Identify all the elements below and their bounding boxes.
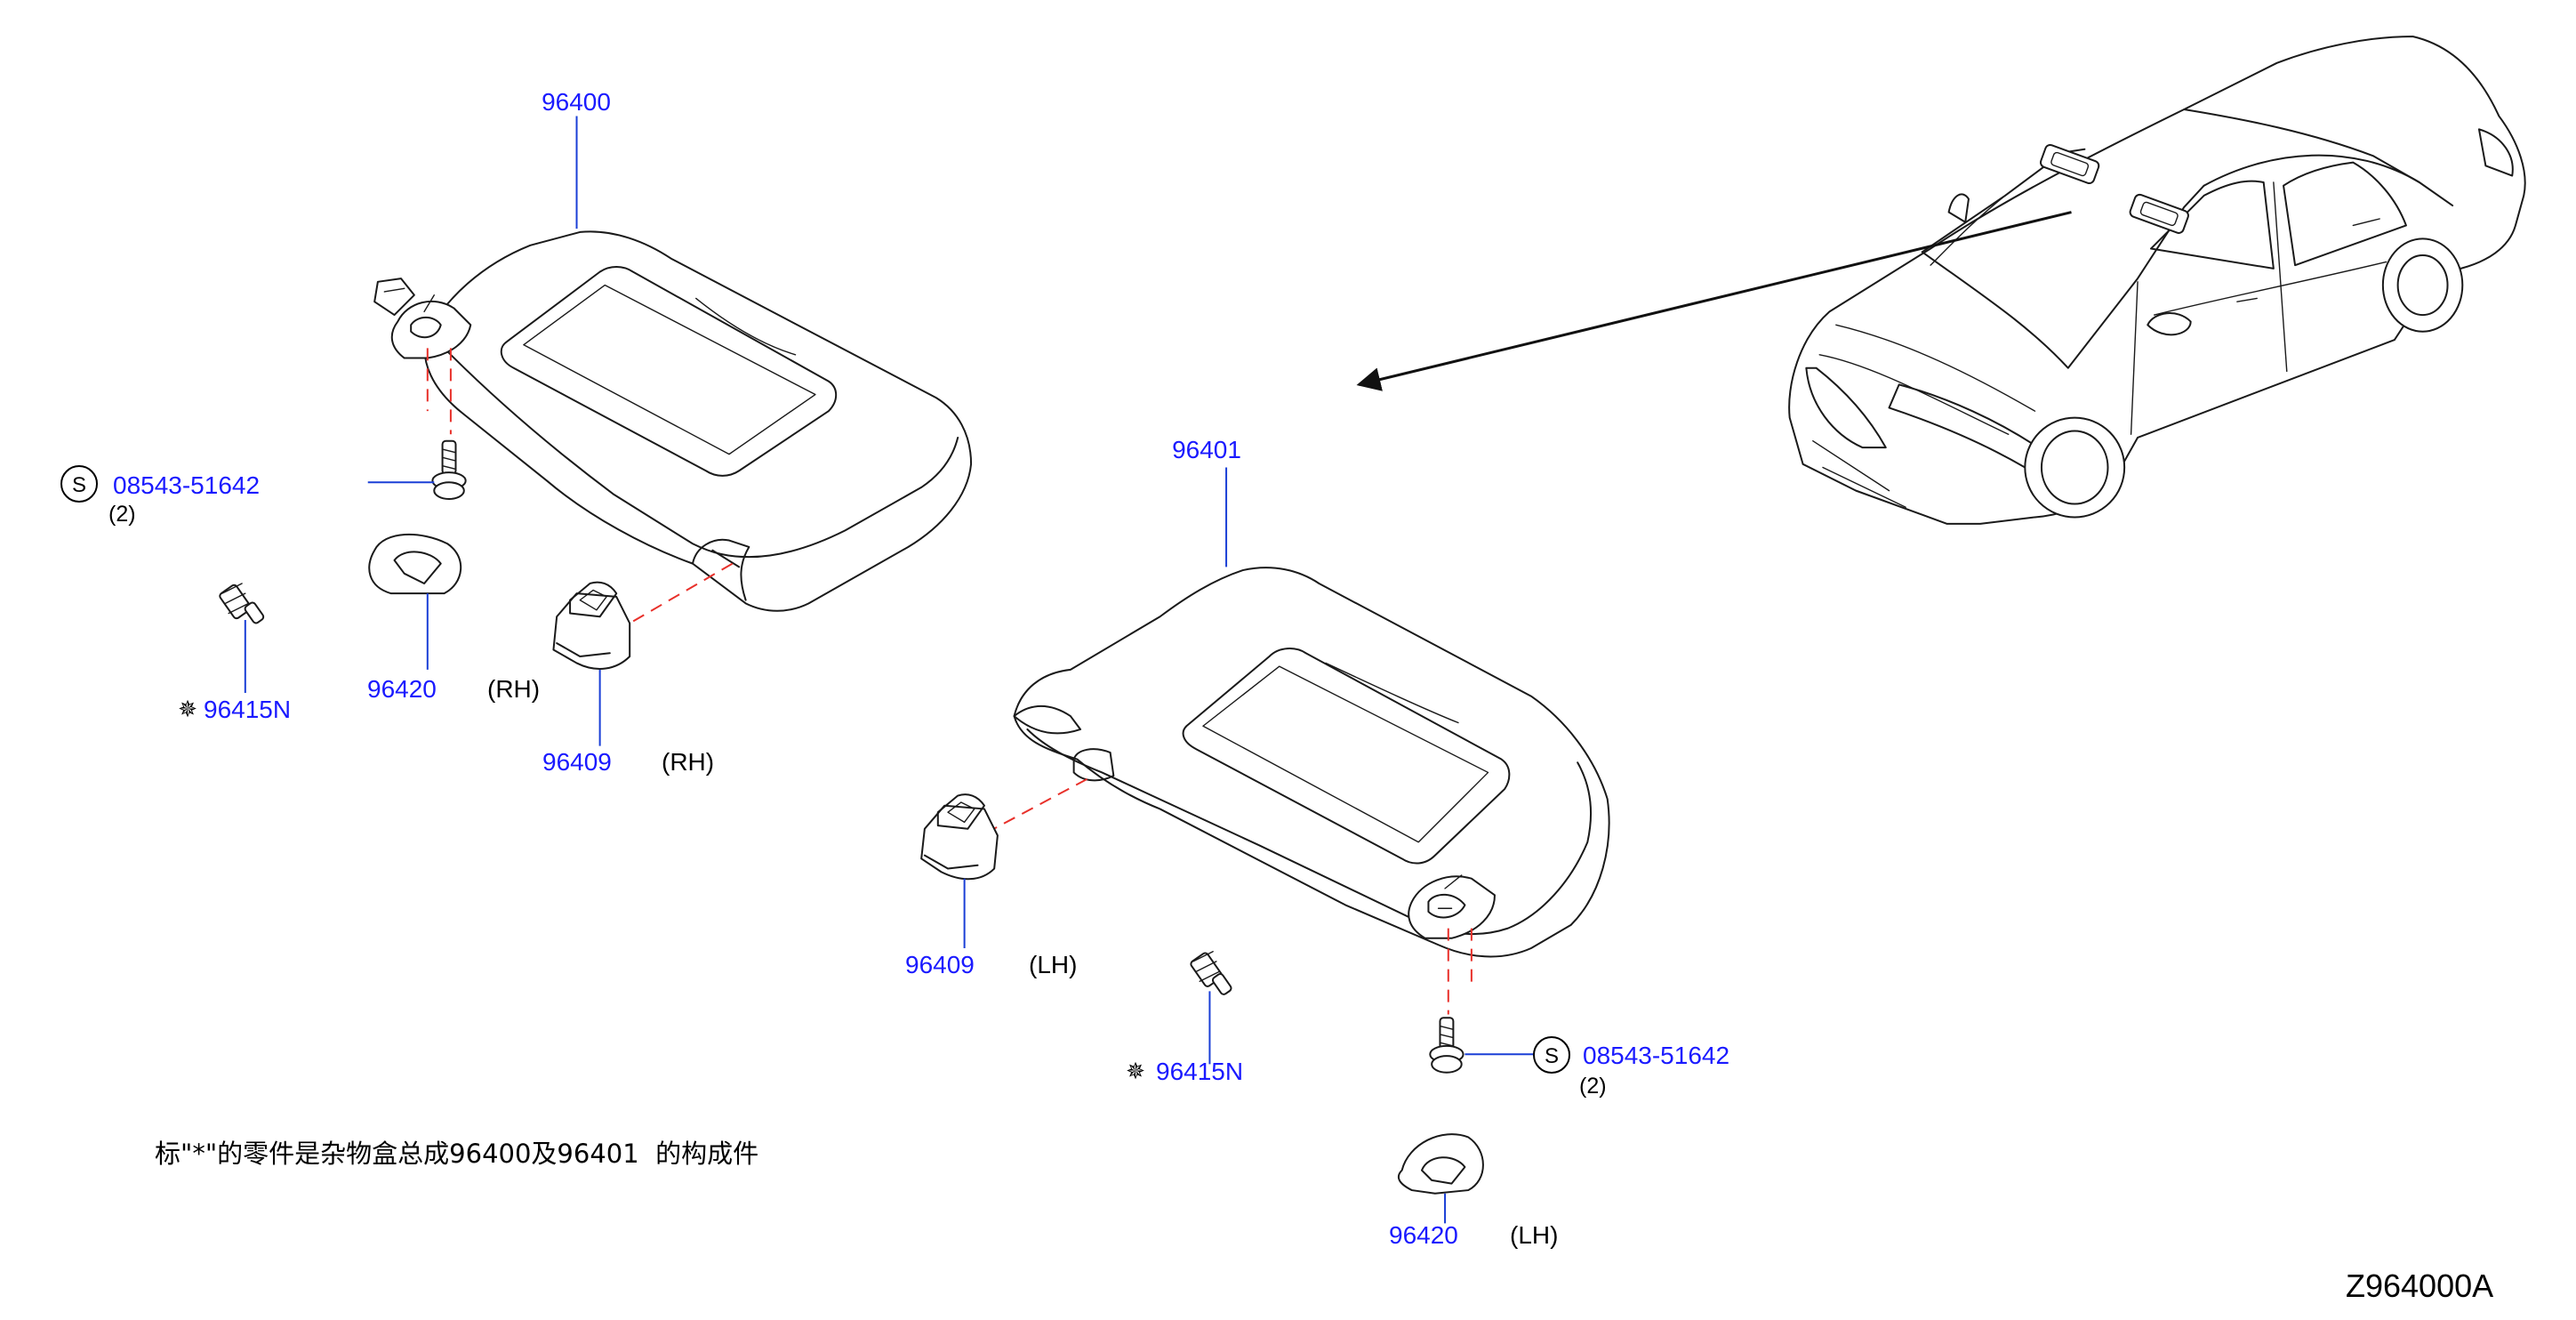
label-96400[interactable]: 96400 — [542, 88, 611, 116]
circled-s-icon — [60, 465, 98, 503]
side-96409-rh: (RH) — [662, 748, 714, 776]
qty-upper: (2) — [108, 502, 136, 527]
label-08543-51642-upper[interactable]: 08543-51642 — [113, 471, 260, 499]
cover-rh — [369, 535, 461, 593]
screw-upper-callout: S 08543-51642 (2) — [60, 465, 260, 527]
asterisk-gear-icon: ✵ — [178, 696, 197, 723]
label-96401[interactable]: 96401 — [1172, 436, 1241, 463]
screw-upper — [432, 441, 465, 499]
sun-visor-lh — [1015, 567, 1609, 956]
screw-lower-callout: S 08543-51642 (2) — [1533, 1036, 1729, 1099]
holder-rh — [553, 583, 630, 669]
asterisk-gear-icon: ✵ — [1126, 1058, 1145, 1085]
bulb-upper — [219, 584, 265, 624]
bulb-upper-callout: ✵ 96415N — [178, 696, 291, 723]
screw-lower — [1430, 1018, 1463, 1072]
bulb-lower-callout: ✵ 96415N — [1126, 1058, 1243, 1085]
footnote: 标"*"的零件是杂物盒总成96400及96401 的构成件 — [155, 1139, 758, 1169]
side-96420-lh: (LH) — [1510, 1221, 1558, 1249]
label-96420-rh[interactable]: 96420 — [367, 675, 437, 703]
bulb-lower — [1190, 952, 1232, 996]
vehicle-illustration — [1789, 36, 2525, 524]
label-96409-rh[interactable]: 96409 — [542, 748, 612, 776]
location-arrow — [1354, 213, 2071, 398]
label-96415n-lower[interactable]: 96415N — [1156, 1058, 1243, 1085]
holder-lh — [921, 794, 998, 879]
diagram-code: Z964000A — [2346, 1268, 2493, 1304]
label-96415n-upper[interactable]: 96415N — [204, 696, 291, 723]
label-96420-lh[interactable]: 96420 — [1389, 1221, 1458, 1249]
sun-visor-rh — [374, 231, 971, 610]
side-96420-rh: (RH) — [487, 675, 540, 703]
label-96409-lh[interactable]: 96409 — [905, 951, 975, 978]
screw-symbol-upper: S — [72, 473, 86, 497]
labels: 96400 96401 S 08543-51642 (2) 96420 (RH)… — [60, 88, 2493, 1304]
circled-s-icon — [1533, 1036, 1570, 1074]
label-08543-51642-lower[interactable]: 08543-51642 — [1583, 1042, 1729, 1069]
screw-symbol-lower: S — [1545, 1044, 1559, 1068]
cover-lh — [1399, 1134, 1483, 1194]
qty-lower: (2) — [1579, 1074, 1607, 1099]
side-96409-lh: (LH) — [1029, 951, 1077, 978]
